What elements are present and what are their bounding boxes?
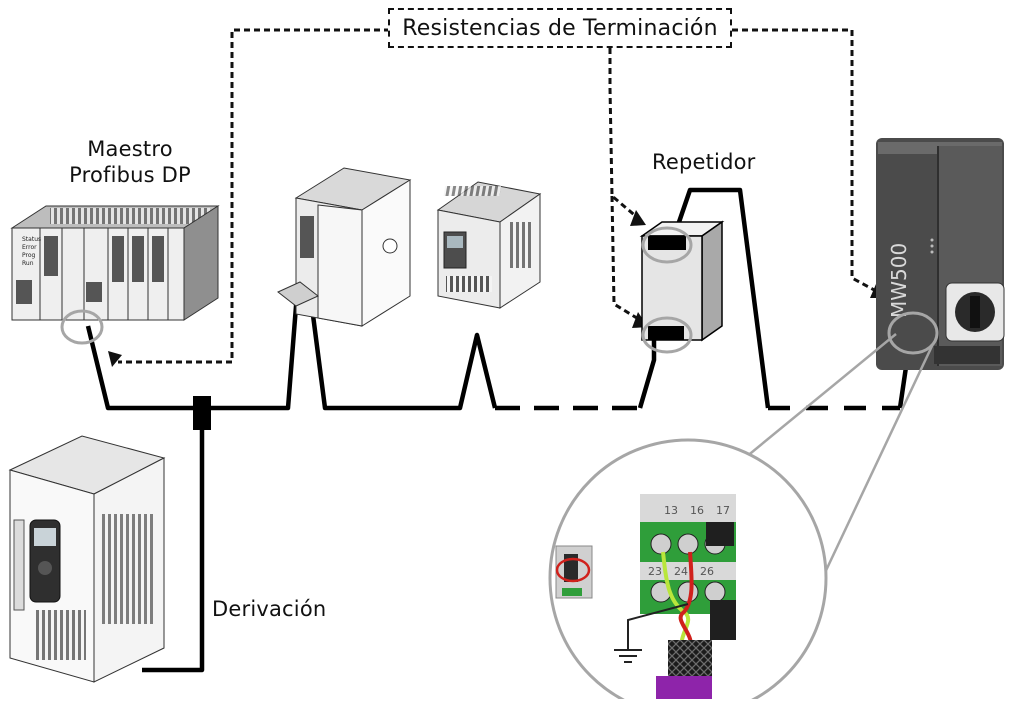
plc-status-label-3: Run <box>22 260 34 267</box>
small-inverter-device <box>436 181 542 309</box>
termination-line-repeater <box>608 48 641 322</box>
drive-terminal-highlight <box>887 311 939 355</box>
termination-line-master <box>118 28 390 364</box>
mw500-drive-device: MW500 <box>876 138 1005 370</box>
termination-dashed-lines <box>118 28 879 364</box>
repeater-bottom-highlight <box>641 316 693 354</box>
plc-master-device: Status Error Prog Run <box>10 205 220 321</box>
bus-segment-master-to-inverter <box>85 227 498 411</box>
master-label-line1: Maestro <box>87 137 173 161</box>
branch-connector <box>193 396 211 430</box>
branch-label: Derivación <box>212 597 327 621</box>
master-terminal-highlight <box>60 309 104 345</box>
termination-resistors-label: Resistencias de Terminación <box>388 8 732 48</box>
terminal-number-13: 13 <box>664 504 678 517</box>
plc-status-label-1: Error <box>22 244 37 251</box>
branch-line <box>142 408 205 673</box>
terminal-number-24: 24 <box>674 565 688 578</box>
plc-status-label-2: Prog <box>22 252 36 259</box>
terminal-number-16: 16 <box>690 504 704 517</box>
servo-drive-device <box>277 167 412 327</box>
terminal-number-23: 23 <box>648 565 662 578</box>
large-inverter-device <box>8 435 166 683</box>
master-label: Maestro Profibus DP <box>60 136 200 188</box>
plc-status-label-0: Status <box>22 236 41 243</box>
terminal-zoom-detail: 13 16 17 23 24 26 <box>548 438 828 703</box>
terminal-number-26: 26 <box>700 565 714 578</box>
terminal-number-17: 17 <box>716 504 730 517</box>
repeater-label: Repetidor <box>652 150 756 174</box>
termination-line-drive <box>732 28 879 294</box>
repeater-top-highlight <box>641 226 693 264</box>
master-label-line2: Profibus DP <box>69 163 191 187</box>
drive-brand-text: MW500 <box>887 243 911 318</box>
bus-segment-repeater <box>637 187 771 409</box>
